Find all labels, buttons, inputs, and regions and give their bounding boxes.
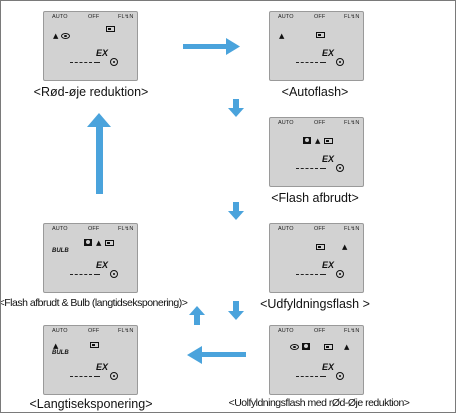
lcd-flash-label: FL↯N [118, 14, 134, 20]
caption-flash-off: <Flash afbrudt> [271, 191, 359, 205]
lcd-panel-flash-off-bulb: AUTO OFF FL↯N ▲ BULB EX [43, 223, 138, 293]
shutter-dashes [296, 167, 326, 169]
exposure-mode-icon [316, 32, 325, 38]
auto-triangle-icon: ▲ [96, 239, 102, 247]
arrow-down-1-shaft [233, 99, 239, 109]
fill-flash-triangle-icon: ▲ [344, 343, 350, 351]
lcd-flash-label: FL↯N [344, 120, 360, 126]
flash-off-moon-icon [84, 239, 92, 246]
arrow-up-big-shaft [96, 126, 103, 194]
ex-indicator: EX [96, 48, 109, 58]
exposure-mode-icon [324, 138, 333, 144]
exposure-mode-icon [106, 26, 115, 32]
caption-flash-off-bulb: <Flash afbrudt & Bulb (langtidseksponeri… [0, 297, 188, 309]
red-eye-icon [290, 344, 299, 350]
red-eye-icon [61, 33, 70, 39]
lcd-off-label: OFF [314, 14, 326, 20]
arrow-up-big-head [87, 113, 111, 127]
arrow-down-1-head [228, 108, 244, 117]
auto-triangle-icon: ▲ [53, 342, 59, 350]
lcd-flash-label: FL↯N [344, 328, 360, 334]
arrow-left-shaft [201, 352, 246, 357]
shutter-dashes [296, 61, 326, 63]
shutter-dashes [70, 375, 100, 377]
dial-icon [336, 270, 344, 278]
exposure-mode-icon [316, 244, 325, 250]
lcd-flash-label: FL↯N [344, 226, 360, 232]
arrow-down-2-shaft [233, 202, 239, 212]
lcd-auto-label: AUTO [52, 226, 68, 232]
dial-icon [110, 372, 118, 380]
exposure-mode-icon [324, 344, 333, 350]
arrow-down-2-head [228, 211, 244, 220]
flash-off-moon-icon [303, 137, 311, 144]
lcd-off-label: OFF [314, 226, 326, 232]
bulb-indicator: BULB [52, 350, 69, 356]
shutter-dashes [70, 273, 100, 275]
arrow-right-shaft [183, 44, 226, 49]
ex-indicator: EX [322, 362, 335, 372]
arrow-up-small-shaft [194, 314, 200, 325]
lcd-panel-autoflash: AUTO OFF FL↯N ▲ EX [269, 11, 364, 81]
lcd-off-label: OFF [88, 226, 100, 232]
shutter-dashes [296, 273, 326, 275]
lcd-auto-label: AUTO [52, 328, 68, 334]
lcd-off-label: OFF [314, 328, 326, 334]
lcd-auto-label: AUTO [52, 14, 68, 20]
lcd-flash-label: FL↯N [344, 14, 360, 20]
ex-indicator: EX [96, 362, 109, 372]
dial-icon [336, 164, 344, 172]
lcd-panel-flash-off: AUTO OFF FL↯N ▲ EX [269, 117, 364, 187]
dial-icon [336, 58, 344, 66]
arrow-down-3-shaft [233, 301, 239, 312]
lcd-auto-label: AUTO [278, 120, 294, 126]
lcd-auto-label: AUTO [278, 226, 294, 232]
lcd-panel-long-exposure: AUTO OFF FL↯N ▲ BULB EX [43, 325, 138, 395]
lcd-off-label: OFF [314, 120, 326, 126]
exposure-mode-icon [90, 342, 99, 348]
caption-long-exposure: <Langtiseksponering> [29, 397, 153, 411]
lcd-panel-fill-flash: AUTO OFF FL↯N ▲ EX [269, 223, 364, 293]
fill-flash-triangle-icon: ▲ [342, 243, 348, 251]
ex-indicator: EX [322, 260, 335, 270]
ex-indicator: EX [96, 260, 109, 270]
exposure-mode-icon [105, 240, 114, 246]
caption-fill-flash-red-eye: <Uolfyldningsflash med rØd-Øje reduktion… [228, 397, 410, 409]
dial-icon [336, 372, 344, 380]
lcd-off-label: OFF [88, 328, 100, 334]
arrow-left-head [187, 346, 202, 364]
lcd-auto-label: AUTO [278, 328, 294, 334]
arrow-down-3-head [228, 311, 244, 320]
arrow-right-head [226, 38, 240, 55]
flash-off-moon-icon [302, 343, 310, 350]
lcd-panel-fill-flash-red-eye: AUTO OFF FL↯N ▲ EX [269, 325, 364, 395]
lcd-flash-label: FL↯N [118, 328, 134, 334]
shutter-dashes [296, 375, 326, 377]
auto-triangle-icon: ▲ [53, 32, 59, 40]
lcd-flash-label: FL↯N [118, 226, 134, 232]
caption-fill-flash: <Udfyldningsflash > [260, 297, 370, 311]
ex-indicator: EX [322, 154, 335, 164]
lcd-auto-label: AUTO [278, 14, 294, 20]
caption-red-eye: <Rød-øje reduktion> [33, 85, 149, 99]
caption-autoflash: <Autoflash> [281, 85, 349, 99]
ex-indicator: EX [322, 48, 335, 58]
shutter-dashes [70, 61, 100, 63]
dial-icon [110, 270, 118, 278]
auto-triangle-icon: ▲ [279, 32, 285, 40]
bulb-indicator: BULB [52, 248, 69, 254]
auto-triangle-icon: ▲ [315, 137, 321, 145]
lcd-panel-red-eye: AUTO OFF FL↯N ▲ EX [43, 11, 138, 81]
lcd-off-label: OFF [88, 14, 100, 20]
dial-icon [110, 58, 118, 66]
arrow-up-small-head [189, 306, 205, 315]
